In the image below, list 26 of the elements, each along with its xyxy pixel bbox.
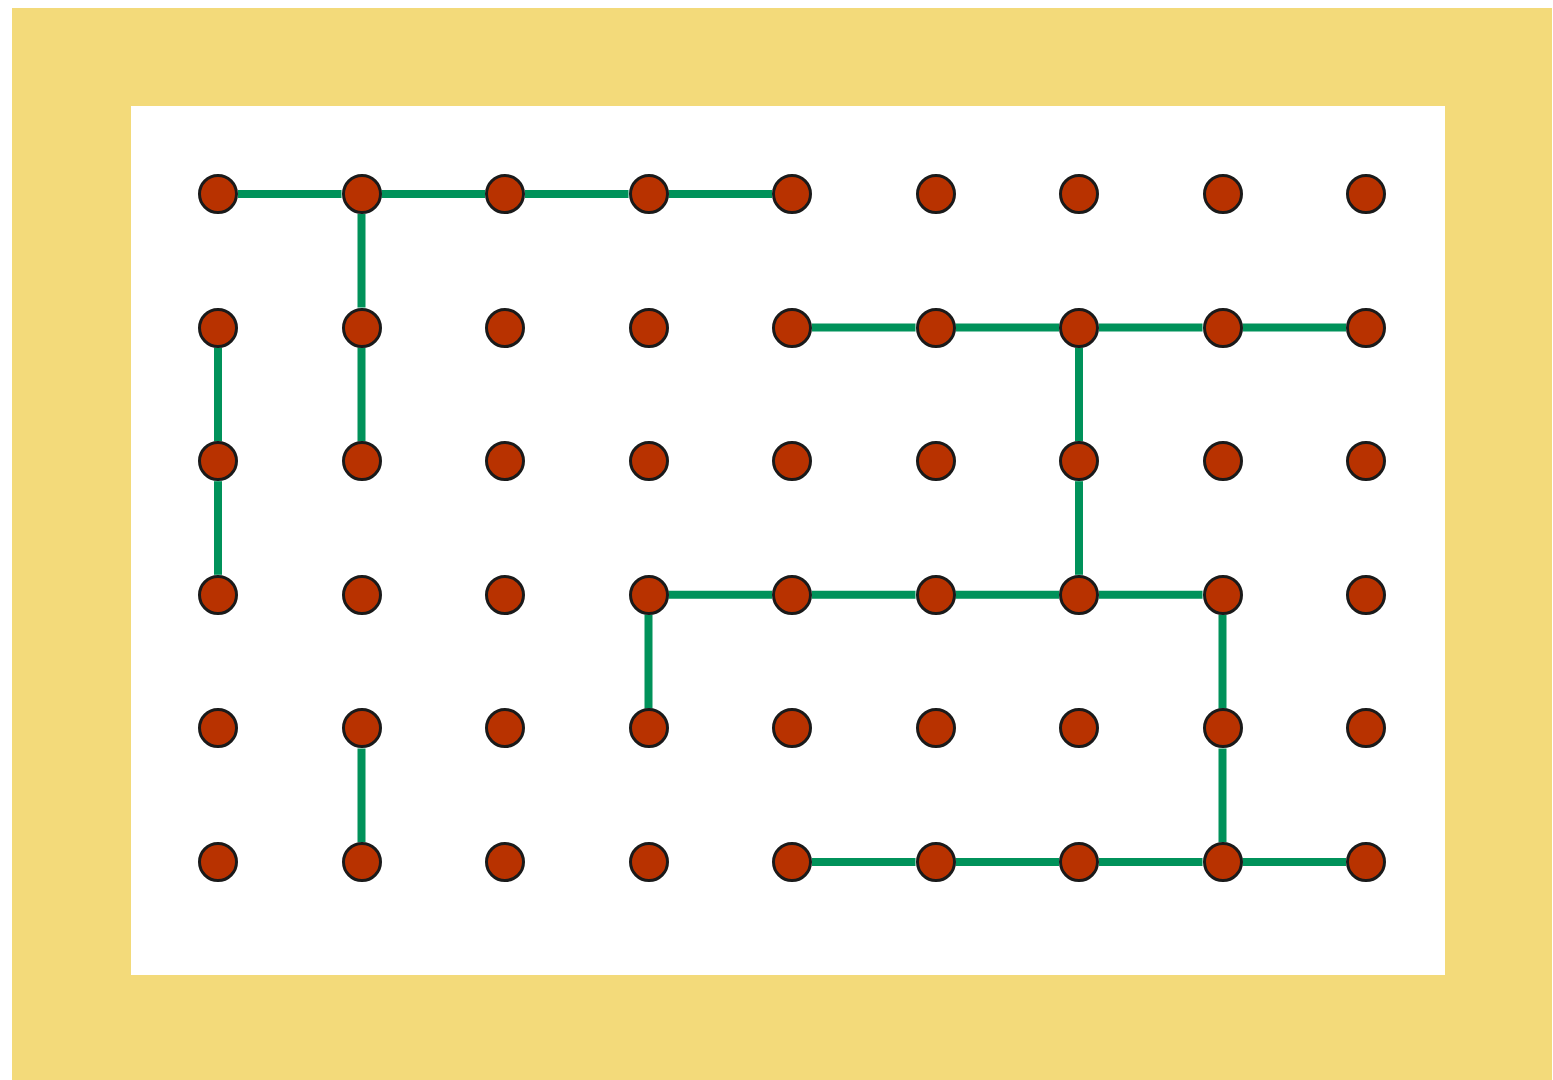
rubber-band-line [1099, 323, 1203, 332]
rubber-band-line [357, 748, 366, 842]
rubber-band-line [525, 190, 629, 198]
rubber-band-line [357, 347, 366, 442]
rubber-band-line [1218, 614, 1227, 709]
rubber-band-line [1099, 858, 1203, 866]
rubber-band-line [668, 190, 772, 198]
rubber-band-line [1218, 748, 1227, 842]
rubber-band-line [214, 347, 222, 442]
rubber-band-line [668, 590, 772, 599]
rubber-band-line [214, 481, 222, 575]
rubber-band-line [644, 614, 653, 709]
rubber-band-line [955, 858, 1059, 866]
rubber-band-line [1075, 347, 1083, 442]
rubber-band-line [381, 190, 485, 198]
rubber-band-line [812, 590, 916, 599]
rubber-band-line [1242, 323, 1346, 332]
rubber-band-line [238, 190, 342, 198]
rubber-band-line [955, 590, 1059, 599]
rubber-band-line [1075, 481, 1083, 575]
rubber-band-line [357, 214, 366, 308]
rubber-band-line [955, 323, 1059, 332]
rubber-band-line [812, 323, 916, 332]
rubber-band-line [812, 858, 916, 866]
rubber-band-line [1242, 858, 1346, 866]
rubber-band-line [1099, 590, 1203, 599]
